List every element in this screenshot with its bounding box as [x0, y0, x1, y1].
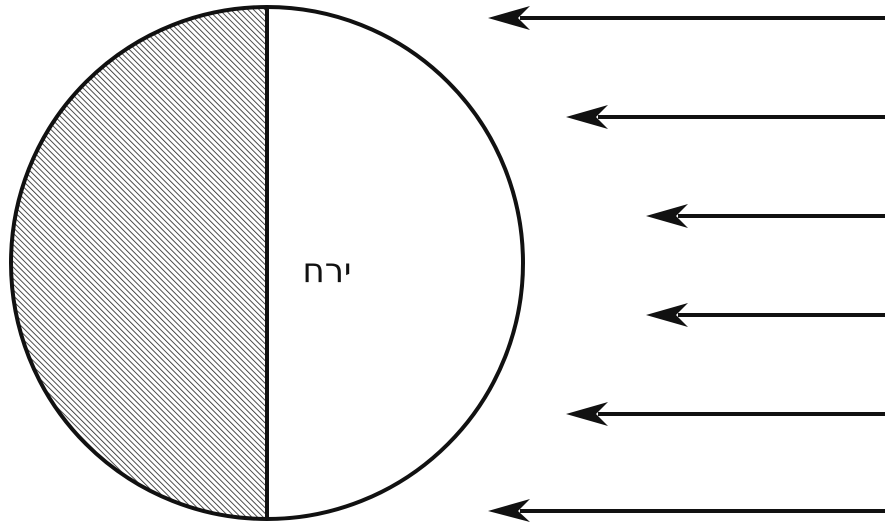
light-ray-arrow [646, 204, 885, 228]
light-ray-arrow [566, 402, 885, 426]
moon-shadow-half [11, 7, 267, 519]
light-ray-arrow [566, 105, 885, 129]
light-ray-arrow [488, 6, 885, 30]
light-ray-arrow [488, 499, 885, 522]
moon-label: ירח [302, 251, 351, 291]
light-rays [488, 6, 885, 522]
light-ray-arrow [646, 303, 885, 327]
